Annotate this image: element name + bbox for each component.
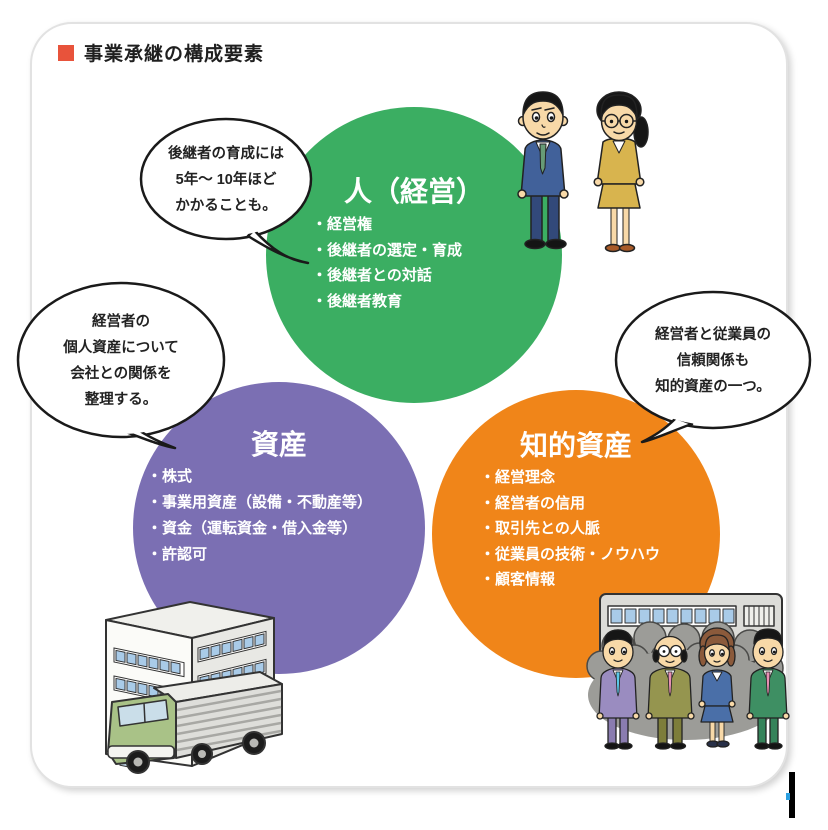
circle-list-item: ・経営者の信用 xyxy=(480,494,586,512)
circle-list-item: ・取引先との人脈 xyxy=(480,520,600,537)
bubble-line: 整理する。 xyxy=(84,392,158,408)
bubble-line: 5年〜 10年ほど xyxy=(175,172,277,188)
bubble-line: 知的資産の一つ。 xyxy=(655,379,771,395)
circle-item-list: ・株式 ・事業用資産（設備・不動産等） ・資金（運転資金・借入金等） ・許認可 xyxy=(147,464,372,568)
circle-list-item: ・後継者との対話 xyxy=(312,267,432,284)
speech-bubble-text: 経営者の 個人資産について 会社との関係を 整理する。 xyxy=(18,309,224,413)
building-truck-illustration xyxy=(105,601,283,774)
circle-heading: 知的資産 xyxy=(519,430,632,461)
circle-list-item: ・従業員の技術・ノウハウ xyxy=(480,545,661,563)
circle-heading: 資産 xyxy=(250,429,307,460)
page-title-row: 事業承継の構成要素 xyxy=(58,39,264,66)
circle-list-item: ・許認可 xyxy=(147,546,208,563)
bubble-line: 後継者の育成には xyxy=(168,146,284,162)
bubble-line: 会社との関係を xyxy=(70,366,172,382)
circle-list-item: ・顧客情報 xyxy=(480,571,556,588)
speech-bubble-successor-training: 後継者の育成には 5年〜 10年ほど かかることも。 xyxy=(136,114,318,266)
circle-people-management: 人（経営） ・経営権 ・後継者の選定・育成 ・後継者との対話 ・後継者教育 xyxy=(266,107,562,403)
circle-list-item: ・事業用資産（設備・不動産等） xyxy=(147,494,373,511)
circle-list-item: ・株式 xyxy=(147,468,193,485)
speech-bubble-text: 後継者の育成には 5年〜 10年ほど かかることも。 xyxy=(136,141,316,219)
circle-list-item: ・後継者の選定・育成 xyxy=(312,241,463,259)
bubble-line: かかることも。 xyxy=(175,198,277,214)
circle-list-item: ・経営権 xyxy=(312,216,373,233)
circle-heading: 人（経営） xyxy=(343,176,484,207)
circle-item-list: ・経営理念 ・経営者の信用 ・取引先との人脈 ・従業員の技術・ノウハウ ・顧客情… xyxy=(480,465,660,593)
bubble-line: 個人資産について xyxy=(63,340,179,356)
page-title: 事業承継の構成要素 xyxy=(84,44,265,65)
cursor-artifact xyxy=(786,772,795,818)
bubble-line: 経営者の xyxy=(92,314,150,330)
speech-bubble-personal-assets: 経営者の 個人資産について 会社との関係を 整理する。 xyxy=(12,278,234,460)
circle-list-item: ・経営理念 xyxy=(480,469,556,486)
speech-bubble-trust-relationship: 経営者と従業員の 信頼関係も 知的資産の一つ。 xyxy=(612,288,818,448)
speech-bubble-text: 経営者と従業員の 信頼関係も 知的資産の一つ。 xyxy=(614,322,812,400)
section-marker-icon xyxy=(58,44,74,61)
businesspeople-illustration xyxy=(517,91,649,253)
circle-list-item: ・資金（運転資金・借入金等） xyxy=(147,520,358,537)
bubble-line: 経営者と従業員の xyxy=(655,327,771,343)
circle-list-item: ・後継者教育 xyxy=(312,292,403,310)
bubble-line: 信頼関係も xyxy=(676,353,750,369)
circle-item-list: ・経営権 ・後継者の選定・育成 ・後継者との対話 ・後継者教育 xyxy=(312,212,462,314)
factory-employees-illustration xyxy=(586,593,790,750)
